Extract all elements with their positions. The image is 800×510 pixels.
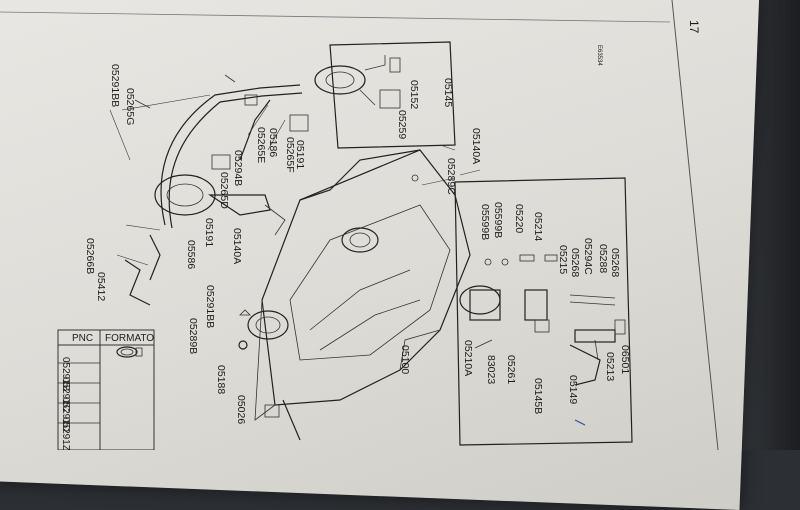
part-label: 06501 (619, 345, 631, 374)
part-label: 05213 (604, 352, 616, 381)
part-label: 05266B (84, 238, 96, 274)
part-label: 83023 (485, 355, 497, 384)
part-label: 05265G (124, 88, 136, 125)
fuel-tank-drawing (247, 149, 471, 421)
table-row: 05291B (60, 357, 71, 392)
page-marker: 17 (687, 20, 701, 34)
part-label: 05599B (492, 202, 504, 238)
part-label: 05586 (185, 240, 197, 269)
part-label: 05294C (582, 238, 594, 275)
part-label: 05265E (255, 127, 267, 163)
part-label: 05188 (215, 365, 227, 394)
part-label: 05145B (532, 378, 544, 414)
part-label: 05100 (399, 345, 411, 374)
part-label: 05294B (232, 150, 244, 186)
part-label: 05599B (479, 204, 491, 240)
part-label: 05268 (609, 248, 621, 277)
leader-lines (109, 94, 481, 266)
part-label: 05289C (445, 158, 457, 195)
part-label: 05289B (187, 318, 199, 354)
part-label: 05259 (396, 110, 408, 139)
part-label: 05191 (294, 140, 306, 169)
part-label: 05026 (235, 395, 247, 424)
part-labels: 05291BB 05265G 05294B 05265D 05265E 0518… (84, 64, 631, 424)
part-label: 05265D (218, 172, 230, 209)
part-label: 05412 (95, 272, 107, 301)
part-label: 05220 (513, 204, 525, 233)
part-label: 05288 (597, 244, 609, 273)
table-row: 05291D (60, 397, 71, 432)
part-label: 05261 (505, 355, 517, 384)
pump-module-box (454, 177, 633, 446)
part-label: 05152 (408, 80, 420, 109)
page-border-line (671, 0, 719, 450)
part-label: 05149 (567, 375, 579, 404)
table-row: 05291C (60, 377, 71, 412)
hoses-and-fittings (124, 74, 309, 441)
table-header-pnc: PNC (72, 333, 93, 344)
part-label: 05214 (532, 212, 544, 241)
part-label: 05191 (203, 218, 215, 247)
part-label: 05210A (462, 340, 474, 376)
table-header-formato: FORMATO (105, 333, 154, 344)
part-label: 05145 (442, 78, 454, 107)
diagram-drawing: 17 E63534 PNC FORMATO 05291B 05291C 0529… (0, 0, 719, 450)
part-label: 05291BB (109, 64, 121, 107)
catalog-stamp: E63534 (596, 45, 602, 66)
part-label: 05291BB (204, 285, 216, 328)
page-top-line (0, 11, 671, 23)
part-label: 05215 (557, 245, 569, 274)
table-row: 05291Z (60, 417, 71, 450)
part-label: 05186 (267, 128, 279, 157)
filler-module-box (314, 41, 456, 149)
part-label: 05140A (231, 228, 243, 264)
hose-clamp-icon (116, 346, 143, 358)
part-label: 05268 (569, 248, 581, 277)
part-label: 05265F (284, 137, 296, 173)
pnc-table: PNC FORMATO 05291B 05291C 05291D 05291Z (57, 329, 155, 450)
part-label: 05140A (470, 128, 482, 164)
